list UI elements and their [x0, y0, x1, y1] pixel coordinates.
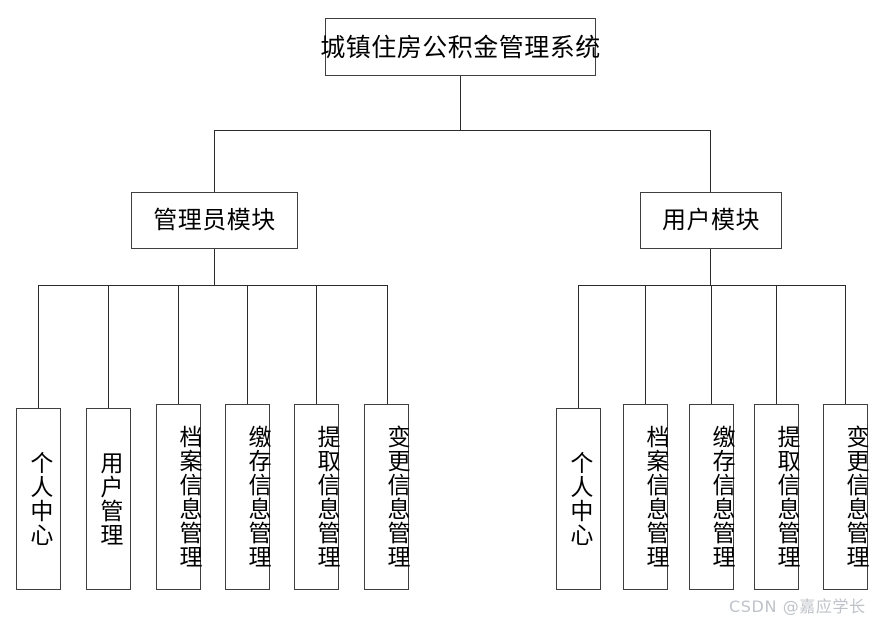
- edge-admin-drop-2: [108, 285, 109, 408]
- edge-drop-user-module: [710, 130, 711, 192]
- edge-admin-stem: [214, 249, 215, 285]
- leaf-node-user-archive-info-management[interactable]: 档案信息管理: [623, 404, 668, 590]
- module-node-user[interactable]: 用户模块: [640, 192, 782, 249]
- edge-drop-admin-module: [214, 130, 215, 192]
- leaf-node-admin-personal-center[interactable]: 个人中心: [16, 408, 61, 590]
- edge-user-drop-3: [711, 285, 712, 408]
- edge-user-bus: [578, 285, 846, 286]
- edge-admin-drop-3: [178, 285, 179, 408]
- leaf-node-user-change-info-management[interactable]: 变更信息管理: [823, 404, 868, 590]
- edge-level1-bus: [214, 130, 711, 131]
- leaf-node-admin-user-management[interactable]: 用户管理: [86, 408, 131, 590]
- edge-user-drop-4: [776, 285, 777, 408]
- leaf-node-admin-withdrawal-info-management[interactable]: 提取信息管理: [294, 404, 339, 590]
- edge-user-drop-2: [645, 285, 646, 408]
- module-node-admin[interactable]: 管理员模块: [131, 192, 298, 249]
- edge-user-drop-5: [845, 285, 846, 408]
- leaf-node-user-deposit-info-management[interactable]: 缴存信息管理: [689, 404, 734, 590]
- leaf-node-admin-archive-info-management[interactable]: 档案信息管理: [156, 404, 201, 590]
- edge-root-stem: [460, 76, 461, 130]
- edge-admin-drop-5: [316, 285, 317, 408]
- leaf-node-user-personal-center[interactable]: 个人中心: [556, 408, 601, 590]
- edge-admin-bus: [38, 285, 388, 286]
- root-node-housing-fund-system[interactable]: 城镇住房公积金管理系统: [320, 18, 600, 76]
- edge-user-drop-1: [578, 285, 579, 408]
- edge-admin-drop-4: [247, 285, 248, 408]
- leaf-node-admin-deposit-info-management[interactable]: 缴存信息管理: [225, 404, 270, 590]
- leaf-node-admin-change-info-management[interactable]: 变更信息管理: [364, 404, 409, 590]
- edge-user-stem: [710, 249, 711, 285]
- edge-admin-drop-1: [38, 285, 39, 408]
- csdn-watermark: CSDN @嘉应学长: [729, 597, 866, 616]
- edge-admin-drop-6: [387, 285, 388, 408]
- leaf-node-user-withdrawal-info-management[interactable]: 提取信息管理: [754, 404, 799, 590]
